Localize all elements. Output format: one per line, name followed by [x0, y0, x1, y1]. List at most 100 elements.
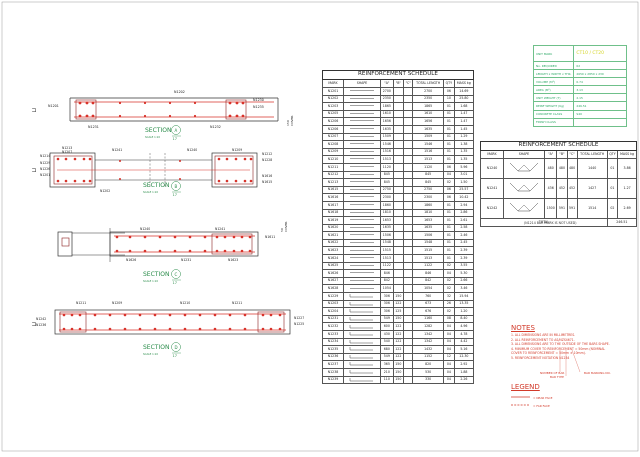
col-header: "A": [543, 150, 558, 159]
section-b-bars: [56, 157, 253, 183]
table-cell: 122: [392, 330, 405, 339]
table-cell: 25.57: [453, 185, 475, 195]
table-cell: [343, 231, 381, 240]
table-cell: 4.78: [453, 330, 475, 339]
section-b-bar-label-5: N1229: [40, 161, 50, 165]
table-cell: 150: [392, 314, 405, 324]
table-cell: 2.86: [453, 208, 475, 218]
table-cell: 01: [443, 132, 455, 142]
bar-shape-icon: [349, 309, 373, 313]
table-cell: [402, 185, 414, 195]
section-c-bars: [115, 235, 252, 253]
table-cell: [392, 276, 405, 286]
table-cell: [343, 170, 381, 180]
table-cell: [392, 238, 405, 248]
bar-mark-cell: N1625: [322, 261, 344, 271]
bar-shape-icon: [350, 90, 374, 91]
section-b-bar-label-10: N1201: [40, 173, 50, 177]
table-cell: 2700: [380, 87, 394, 96]
col-header: SHAPE: [343, 79, 381, 88]
table-cell: 1054: [380, 284, 394, 294]
table-cell: 1342: [412, 330, 445, 339]
notation-number-label: NUMBER OF BAR: [540, 371, 565, 375]
bar-mark-cell: N1206: [322, 117, 344, 126]
table-cell: 680: [380, 345, 394, 354]
info-row: AREA (M²)3.13: [532, 85, 628, 95]
table-cell: 122: [392, 345, 405, 354]
table-cell: 2.94: [453, 200, 475, 210]
table-cell: 1120: [412, 162, 445, 172]
table-cell: [402, 102, 414, 111]
table-cell: 2350: [412, 94, 445, 104]
table-cell: 01: [443, 238, 455, 248]
table-cell: [402, 367, 414, 377]
table-cell: 1546: [412, 140, 445, 149]
table-cell: 3.86: [617, 158, 637, 179]
table-cell: [343, 94, 381, 104]
table-cell: [343, 155, 381, 164]
bar-mark-cell: N1201: [322, 87, 344, 96]
table-cell: 1.20: [453, 307, 475, 316]
table-cell: 676: [412, 307, 445, 316]
bar-shape-icon: [350, 234, 374, 236]
schedule-2-note: (N1214 BAR MARK IS NOT USED): [524, 221, 577, 225]
table-cell: [402, 269, 414, 278]
table-cell: 122: [392, 299, 405, 309]
table-cell: [402, 124, 414, 134]
table-cell: 1122: [380, 261, 394, 271]
table-cell: [503, 178, 545, 199]
bar-shape-icon: [350, 128, 374, 129]
bar-mark-cell: N1626: [322, 269, 344, 278]
table-cell: [402, 307, 414, 316]
section-b-bar-label-12: N1615: [262, 180, 272, 184]
table-cell: [392, 178, 405, 187]
table-cell: 480: [566, 158, 578, 179]
bar-shape-icon: [350, 97, 374, 99]
table-cell: [402, 314, 414, 324]
table-cell: 1.68: [453, 102, 475, 111]
bar-shape-icon: [350, 181, 374, 182]
table-cell: 10.42: [453, 193, 475, 202]
table-cell: [343, 367, 381, 377]
table-cell: 1.45: [453, 124, 475, 134]
table-cell: [343, 345, 381, 354]
table-cell: [343, 223, 381, 233]
table-cell: 549: [380, 314, 394, 324]
table-cell: [343, 307, 381, 316]
table-cell: 01: [443, 155, 455, 164]
table-cell: [402, 322, 414, 331]
table-cell: 2.39: [453, 254, 475, 263]
bar-shape-icon: [350, 173, 374, 175]
bar-mark-cell: N1233: [322, 330, 344, 339]
table-cell: 02: [443, 284, 455, 294]
section-d-bar-label-1: N1209: [112, 301, 122, 305]
bar-shape-icon: [350, 166, 374, 167]
table-cell: 12.30: [453, 352, 475, 362]
note-item: 2. ALL REINFORCEMENT TO AS/NZS4671.: [511, 337, 575, 342]
table-cell: [402, 254, 414, 263]
table-cell: 04: [443, 360, 455, 369]
section-c-title: SECTION: [143, 271, 169, 278]
table-cell: [392, 193, 405, 202]
table-cell: [392, 254, 405, 263]
section-d-drawing: N1211 N1209 N1210 N1211 N1242 N1236 N122…: [30, 301, 304, 358]
table-cell: [392, 261, 405, 271]
bar-mark-cell: N1242: [480, 198, 504, 219]
table-cell: 5.30: [453, 269, 475, 278]
col-header: MASS kg: [617, 150, 637, 159]
table-cell: 1.50: [453, 178, 475, 187]
bar-shape-icon: [350, 143, 374, 144]
bar-shape-icon: [350, 204, 374, 205]
table-cell: 01: [443, 140, 455, 149]
table-cell: 10: [443, 94, 455, 104]
table-cell: [402, 178, 414, 187]
table-cell: 452: [556, 178, 568, 199]
table-cell: 1635: [380, 223, 394, 233]
schedule-2-header-row: MARK SHAPE "A" "B" "C" TOTAL LENGTH QTY …: [480, 150, 637, 159]
table-cell: 1513: [412, 155, 445, 164]
